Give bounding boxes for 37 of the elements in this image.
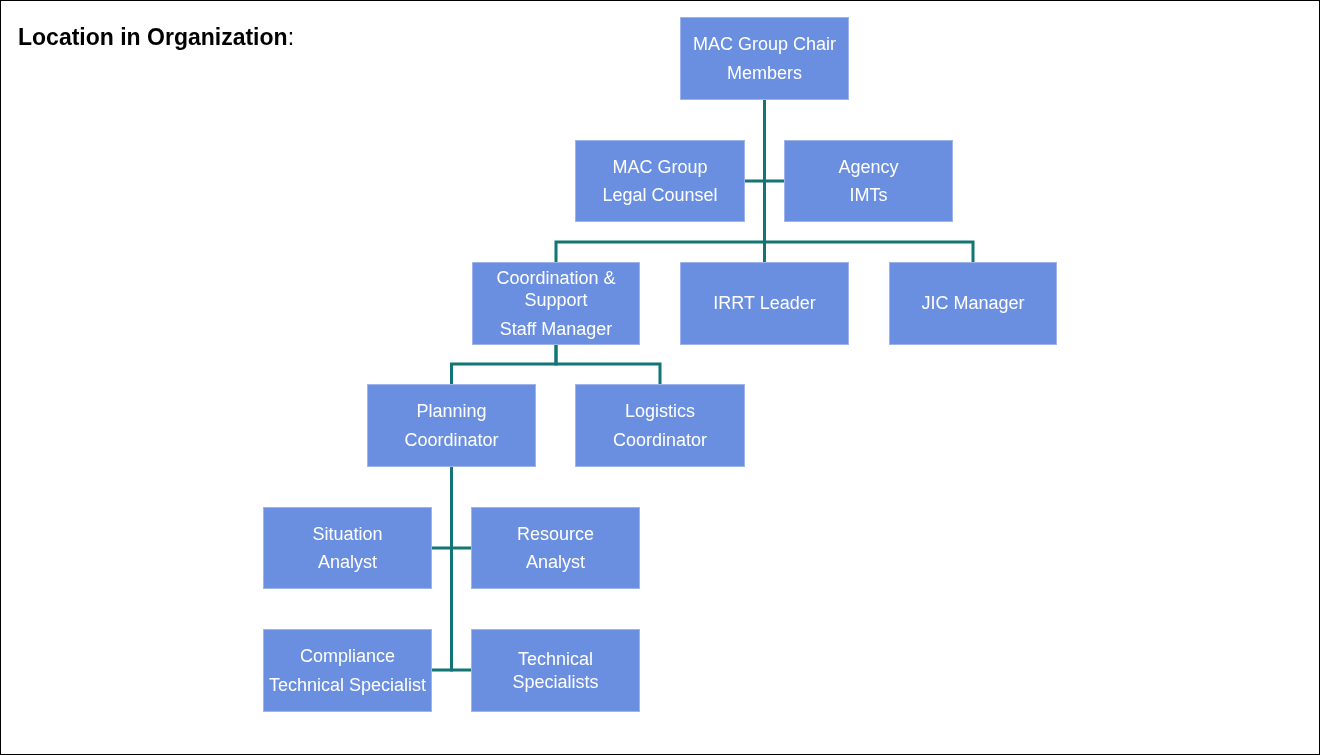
connector-line <box>763 100 975 262</box>
org-box <box>889 262 1057 345</box>
org-box <box>472 262 640 345</box>
role-title: Staff Manager <box>499 317 613 341</box>
role-title: Coordinator <box>612 428 708 451</box>
role-title: Resource <box>516 522 594 545</box>
connector-line <box>554 345 662 384</box>
title: Location in Organization: <box>18 23 294 52</box>
org-box <box>575 384 745 467</box>
role-title: Agency <box>838 155 899 178</box>
org-box <box>471 629 640 712</box>
role-title: Legal Counsel <box>602 184 718 207</box>
role-title: Coordinator <box>404 428 499 451</box>
role-title: Planning <box>416 400 487 423</box>
org-box <box>575 140 745 222</box>
org-box <box>367 384 536 467</box>
role-title: Situation <box>312 522 383 545</box>
role-title: Analyst <box>526 551 585 574</box>
org-box <box>680 17 849 100</box>
org-box <box>263 507 432 589</box>
org-box <box>784 140 953 222</box>
role-title: IRRT Leader <box>713 292 816 315</box>
role-title: Logistics <box>625 400 695 423</box>
org-box <box>471 507 640 589</box>
role-title: MAC Group <box>612 155 708 178</box>
role-title: Coordination & Support <box>495 266 617 312</box>
role-title: Technical Specialist <box>268 673 427 696</box>
role-title: Compliance <box>299 645 395 668</box>
org-box <box>263 629 432 712</box>
org-box <box>680 262 849 345</box>
role-title: Members <box>727 61 802 84</box>
role-title: Analyst <box>318 551 377 574</box>
role-title: Technical Specialists <box>511 648 600 693</box>
connector-line <box>450 467 471 672</box>
role-title: IMTs <box>849 184 888 207</box>
role-title: JIC Manager <box>921 292 1025 315</box>
role-title: MAC Group Chair <box>692 33 836 56</box>
